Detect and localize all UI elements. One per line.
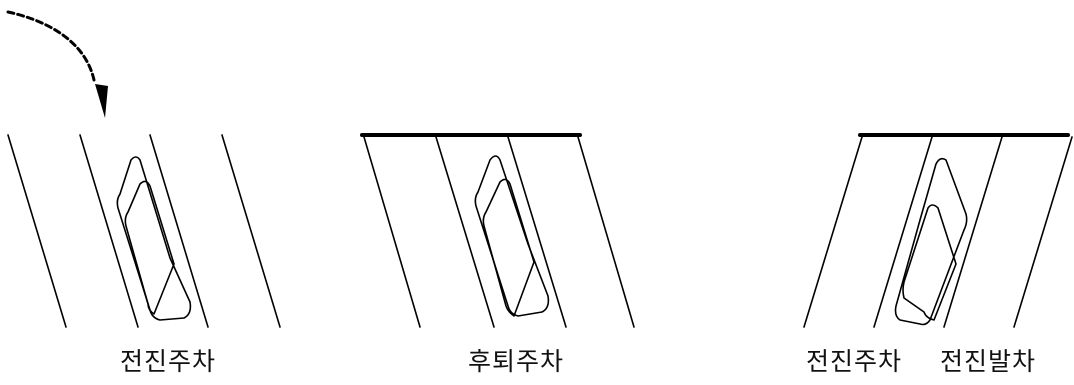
panel-forward-parking bbox=[6, 10, 281, 328]
parking-line bbox=[7, 134, 67, 328]
parking-line bbox=[221, 134, 281, 328]
parking-line bbox=[363, 136, 421, 328]
parking-line bbox=[943, 136, 1003, 328]
parking-line bbox=[803, 136, 863, 328]
caption-forward-departure: 전진발차 bbox=[940, 347, 1037, 376]
parking-line bbox=[873, 136, 933, 328]
parking-line bbox=[79, 134, 139, 328]
caption-forward-parking: 전진주차 bbox=[120, 347, 217, 376]
curved-dashed-arrow-icon bbox=[6, 10, 96, 82]
car-icon bbox=[116, 156, 192, 321]
car-icon bbox=[894, 157, 968, 326]
arrow-head-icon bbox=[95, 84, 108, 118]
parking-line bbox=[577, 136, 635, 328]
car-icon bbox=[474, 155, 550, 317]
panel-reverse-parking bbox=[360, 133, 635, 328]
caption-forward-parking-2: 전진주차 bbox=[806, 347, 903, 376]
parking-line bbox=[149, 134, 209, 328]
caption-reverse-parking: 후퇴주차 bbox=[468, 347, 565, 376]
parking-line bbox=[435, 136, 495, 328]
panel-forward-departure bbox=[803, 133, 1073, 328]
parking-line bbox=[507, 136, 567, 328]
parking-line bbox=[1013, 136, 1073, 328]
